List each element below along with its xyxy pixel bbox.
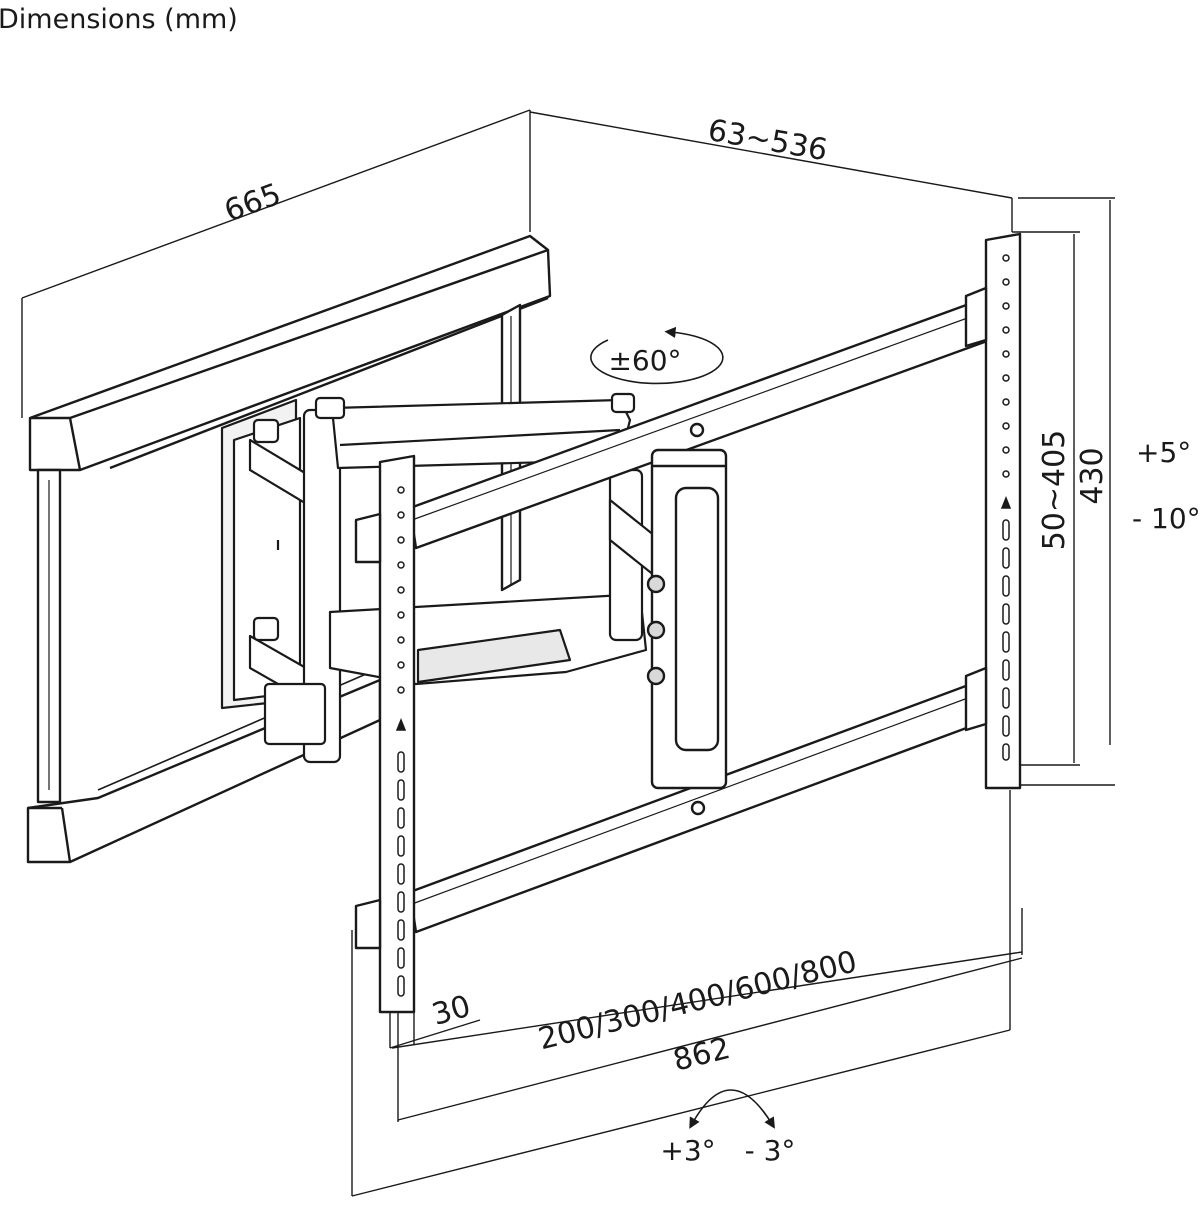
dimension-lines	[21, 109, 1115, 1197]
level-indicator	[689, 1089, 775, 1129]
label-tilt-down: - 10°	[1132, 502, 1200, 535]
label-depth-range: 63~536	[705, 113, 830, 168]
articulating-arm	[220, 392, 662, 764]
label-swivel: ±60°	[608, 344, 681, 377]
diagram-title: Dimensions (mm)	[0, 4, 238, 35]
swivel-indicator	[590, 326, 724, 385]
swivel-arrow-icon	[590, 326, 724, 385]
dim-line-arm-length	[21, 109, 531, 299]
label-plate-width: 862	[670, 1031, 734, 1079]
level-arrow-icon	[689, 1089, 775, 1129]
label-rail-offset: 30	[428, 989, 474, 1033]
label-arm-length: 665	[220, 177, 286, 229]
dim-line-rail-offset	[389, 1019, 481, 1049]
label-level-minus: - 3°	[745, 1134, 796, 1167]
dim-line-vesa-horizontal	[391, 951, 1023, 1049]
label-plate-height: 430	[1075, 447, 1110, 504]
label-vesa-vertical: 50~405	[1037, 430, 1072, 551]
label-tilt-up: +5°	[1136, 436, 1191, 469]
dim-line-plate-width	[397, 957, 1023, 1121]
left-upright-holes	[395, 486, 407, 997]
right-upright-holes	[1000, 254, 1012, 761]
dim-line-depth	[529, 111, 1013, 199]
tv-bracket	[354, 232, 1022, 1014]
label-level-plus: +3°	[660, 1134, 715, 1167]
